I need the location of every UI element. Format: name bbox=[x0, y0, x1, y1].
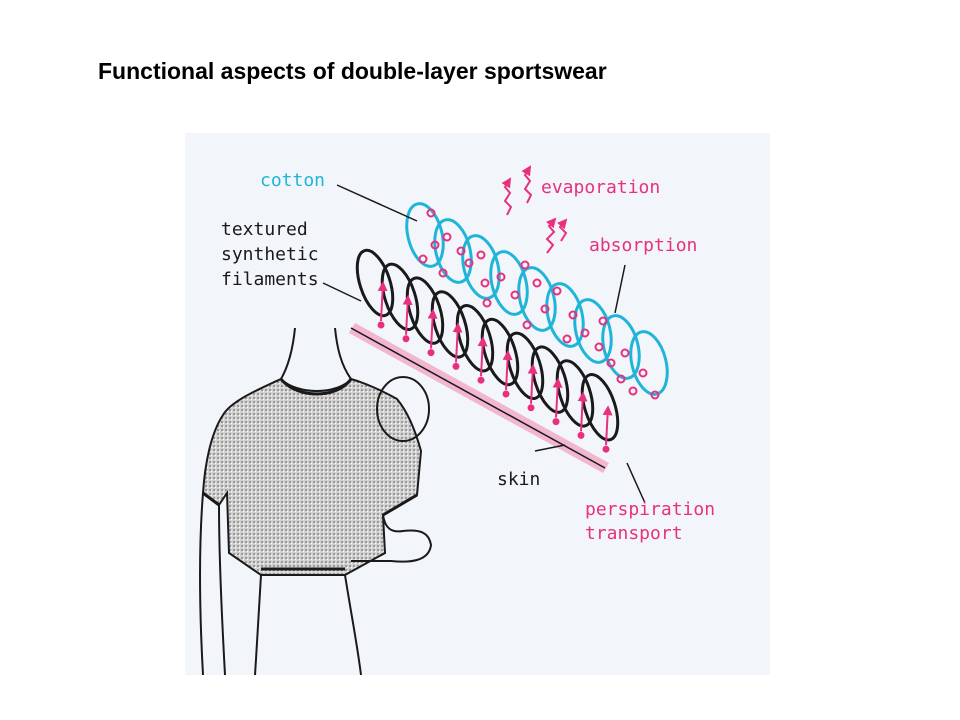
label-evaporation: evaporation bbox=[541, 177, 660, 198]
transport-arrow bbox=[377, 281, 388, 322]
filament-loop bbox=[455, 304, 495, 373]
person-illustration bbox=[199, 327, 433, 675]
transport-arrow bbox=[477, 336, 488, 377]
moisture-droplet bbox=[568, 310, 578, 320]
label-transport: transport bbox=[585, 523, 683, 544]
cotton-loop bbox=[461, 234, 501, 300]
moisture-droplet bbox=[650, 390, 660, 400]
moisture-droplet bbox=[594, 342, 604, 352]
moisture-droplet bbox=[532, 278, 542, 288]
sweat-drop bbox=[577, 431, 585, 439]
moisture-droplet bbox=[562, 334, 572, 344]
transport-arrow bbox=[527, 363, 538, 404]
moisture-droplet bbox=[620, 348, 630, 358]
moisture-droplet bbox=[616, 374, 626, 384]
sweat-drop bbox=[502, 390, 510, 398]
synthetic-filament-layer bbox=[355, 248, 620, 442]
cotton-loop bbox=[489, 250, 529, 316]
moisture-droplet bbox=[480, 278, 490, 288]
cotton-layer bbox=[405, 202, 669, 396]
moisture-droplet bbox=[522, 320, 532, 330]
moisture-droplet bbox=[426, 208, 436, 218]
sweat-drop bbox=[527, 404, 535, 412]
transport-arrow bbox=[577, 391, 588, 432]
moisture-droplet bbox=[456, 246, 466, 256]
filament-loop bbox=[480, 317, 520, 387]
label-skin: skin bbox=[497, 469, 540, 490]
label-cotton: cotton bbox=[260, 170, 325, 191]
moisture-droplet bbox=[464, 258, 474, 268]
filament-loop bbox=[430, 290, 470, 359]
moisture-droplet bbox=[476, 250, 486, 260]
cotton-loop bbox=[629, 330, 669, 396]
filament-loop bbox=[580, 373, 620, 442]
sweat-drop bbox=[602, 445, 610, 453]
moisture-droplet bbox=[430, 240, 440, 250]
sweat-drop bbox=[402, 335, 410, 343]
transport-arrow bbox=[452, 322, 463, 363]
cotton-loop bbox=[573, 298, 613, 364]
filament-loop bbox=[355, 248, 395, 318]
cotton-loop bbox=[405, 202, 445, 268]
cotton-loop bbox=[433, 218, 473, 284]
label-filaments: filaments bbox=[221, 269, 319, 290]
moisture-droplet bbox=[496, 272, 506, 282]
moisture-droplet bbox=[520, 260, 530, 270]
slide-title: Functional aspects of double-layer sport… bbox=[98, 58, 607, 84]
arm bbox=[199, 492, 433, 675]
neck-outline bbox=[280, 327, 352, 380]
moisture-droplet bbox=[540, 304, 550, 314]
leader-lines bbox=[322, 184, 646, 504]
moisture-droplet bbox=[442, 232, 452, 242]
perspiration-transport-arrows bbox=[377, 281, 613, 453]
sweat-drop bbox=[452, 362, 460, 370]
sportswear-diagram: cotton evaporation absorption textured s… bbox=[185, 133, 770, 675]
label-textured: textured bbox=[221, 219, 308, 240]
moisture-droplet bbox=[438, 268, 448, 278]
sweat-drop bbox=[427, 349, 435, 357]
filament-loop bbox=[405, 276, 445, 345]
cotton-loop bbox=[545, 282, 585, 348]
transport-arrow bbox=[427, 308, 438, 349]
filament-loop bbox=[530, 345, 570, 414]
transport-arrow bbox=[502, 350, 513, 391]
filament-loop bbox=[555, 359, 595, 428]
filament-loop bbox=[380, 262, 420, 331]
transport-arrow bbox=[602, 405, 613, 446]
label-synthetic: synthetic bbox=[221, 244, 319, 265]
moisture-droplet bbox=[580, 328, 590, 338]
evaporation-arrows bbox=[501, 165, 568, 254]
moisture-droplet bbox=[628, 386, 638, 396]
magnify-circle bbox=[376, 376, 430, 442]
transport-arrow bbox=[552, 377, 563, 418]
moisture-droplet bbox=[418, 254, 428, 264]
filament-loop bbox=[505, 331, 545, 400]
sweat-drop bbox=[552, 418, 560, 426]
moisture-droplet bbox=[482, 298, 492, 308]
cotton-loop bbox=[601, 314, 641, 380]
moisture-droplets bbox=[418, 208, 660, 400]
label-absorption: absorption bbox=[589, 235, 697, 256]
moisture-droplet bbox=[552, 286, 562, 296]
moisture-droplet bbox=[638, 368, 648, 378]
sweat-drop bbox=[477, 376, 485, 384]
transport-arrow bbox=[402, 294, 413, 335]
sweat-drop bbox=[377, 321, 385, 329]
label-perspiration: perspiration bbox=[585, 499, 715, 520]
moisture-droplet bbox=[510, 290, 520, 300]
moisture-droplet bbox=[598, 316, 608, 326]
moisture-droplet bbox=[606, 358, 616, 368]
cotton-loop bbox=[517, 266, 557, 332]
